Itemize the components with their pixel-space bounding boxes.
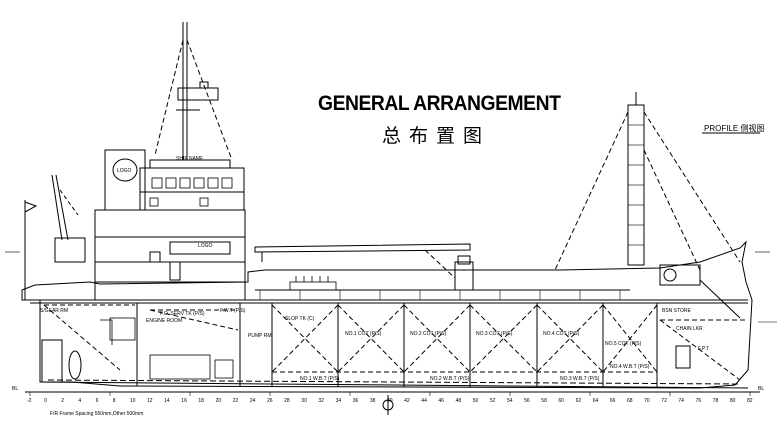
frame-number: 62 bbox=[576, 398, 582, 404]
frame-number: 80 bbox=[730, 398, 736, 404]
frame-number: 56 bbox=[524, 398, 530, 404]
ship-name-label: SHIP NAME bbox=[176, 156, 204, 162]
wbt3-label: NO.3 W.B.T (P/S) bbox=[560, 376, 600, 382]
forward-mast bbox=[554, 92, 741, 271]
title-english: GENERAL ARRANGEMENT bbox=[318, 92, 561, 115]
frame-number: 38 bbox=[370, 398, 376, 404]
frame-number: 82 bbox=[747, 398, 753, 404]
frame-number: 30 bbox=[301, 398, 307, 404]
hull-outline bbox=[21, 240, 753, 389]
frame-number: 60 bbox=[558, 398, 564, 404]
frame-ticks bbox=[29, 392, 751, 396]
title-chinese: 总布置图 bbox=[382, 125, 491, 147]
cot1-label: NO.1 COT (P/S) bbox=[345, 331, 382, 337]
steering-room-label: S/GEAR RM bbox=[40, 308, 68, 314]
rail-stanchions bbox=[259, 290, 621, 300]
frame-number: 6 bbox=[96, 398, 99, 404]
hose-crane bbox=[254, 243, 474, 291]
frame-number: 32 bbox=[318, 398, 324, 404]
cot3-label: NO.3 COT (P/S) bbox=[476, 331, 513, 337]
chain-locker-label: CHAIN LKR bbox=[676, 326, 703, 332]
forecastle bbox=[659, 264, 741, 369]
frame-number: 74 bbox=[678, 398, 684, 404]
baseline-label-left: BL bbox=[12, 386, 18, 392]
frame-number: 36 bbox=[353, 398, 359, 404]
frame-number: 28 bbox=[284, 398, 290, 404]
wbt1-label: NO.1 W.B.T (P/S) bbox=[300, 376, 340, 382]
frame-spacing-note: F/R Frame Spacing 550mm,Other 500mm bbox=[50, 411, 143, 417]
frame-number: 0 bbox=[44, 398, 47, 404]
frame-number: 2 bbox=[61, 398, 64, 404]
frame-number: 66 bbox=[610, 398, 616, 404]
frame-number: 54 bbox=[507, 398, 513, 404]
bridge-windows bbox=[149, 177, 233, 207]
fpt-label: F.P.T bbox=[698, 346, 709, 352]
fo-tank-label: F.O. SERV TK (P/S) bbox=[160, 311, 205, 317]
engine-room-label: ENGINE ROOM bbox=[146, 318, 182, 324]
slop-tank-label: SLOP TK (C) bbox=[285, 316, 315, 322]
frame-number: 42 bbox=[404, 398, 410, 404]
wbt2-label: NO.2 W.B.T (P/S) bbox=[430, 376, 470, 382]
frame-number: 18 bbox=[198, 398, 204, 404]
frame-number: 52 bbox=[490, 398, 496, 404]
frame-number: 8 bbox=[113, 398, 116, 404]
frame-number: 20 bbox=[216, 398, 222, 404]
frame-number: 4 bbox=[78, 398, 81, 404]
main-mast bbox=[154, 22, 233, 161]
frame-number: 10 bbox=[130, 398, 136, 404]
cargo-manifold bbox=[289, 276, 337, 291]
cot2-label: NO.2 COT (P/S) bbox=[410, 331, 447, 337]
cot4-label: NO.4 COT (P/S) bbox=[543, 331, 580, 337]
fwt-label: F.W.T (P/S) bbox=[220, 308, 246, 314]
frame-number: 68 bbox=[627, 398, 633, 404]
frame-number: 46 bbox=[438, 398, 444, 404]
frame-number: 58 bbox=[541, 398, 547, 404]
frame-number: 76 bbox=[696, 398, 702, 404]
aft-flag bbox=[24, 201, 38, 213]
bottom-shell bbox=[39, 381, 749, 389]
wheelhouse-top bbox=[149, 159, 231, 169]
bulkheads bbox=[136, 303, 658, 387]
frame-number: 64 bbox=[593, 398, 599, 404]
frame-number: 14 bbox=[164, 398, 170, 404]
funnel-logo-label: LOGO bbox=[117, 168, 132, 174]
frame-number: 22 bbox=[233, 398, 239, 404]
cot5-label: NO.5 COT (P/S) bbox=[605, 341, 642, 347]
bosun-store-label: BSN STORE bbox=[662, 308, 691, 314]
frame-number: 12 bbox=[147, 398, 153, 404]
frame-number: 48 bbox=[456, 398, 462, 404]
house-logo-label: LOGO bbox=[198, 243, 213, 249]
wbt4-label: NO.4 W.B.T (P/S) bbox=[610, 364, 650, 370]
frame-number: 26 bbox=[267, 398, 273, 404]
baseline-label-right: BL bbox=[758, 386, 764, 392]
frame-number: 70 bbox=[644, 398, 650, 404]
aft-crane bbox=[51, 174, 86, 263]
frame-number: 16 bbox=[181, 398, 187, 404]
frame-number: 50 bbox=[473, 398, 479, 404]
pump-room-label: PUMP RM bbox=[248, 333, 272, 339]
tank-diagonals bbox=[43, 304, 745, 381]
frame-number: 78 bbox=[713, 398, 719, 404]
frame-number: 24 bbox=[250, 398, 256, 404]
frame-number: 40 bbox=[387, 398, 393, 404]
waterline-marks bbox=[5, 251, 777, 323]
frame-number: -2 bbox=[27, 398, 32, 404]
frame-number: 34 bbox=[336, 398, 342, 404]
profile-view-label: PROFILE 侧视图 bbox=[704, 124, 765, 133]
amidships-symbol bbox=[382, 395, 394, 415]
rudder-propeller bbox=[41, 339, 82, 383]
frame-number: 72 bbox=[661, 398, 667, 404]
frame-number: 44 bbox=[421, 398, 427, 404]
engine-room-machinery bbox=[100, 317, 234, 380]
